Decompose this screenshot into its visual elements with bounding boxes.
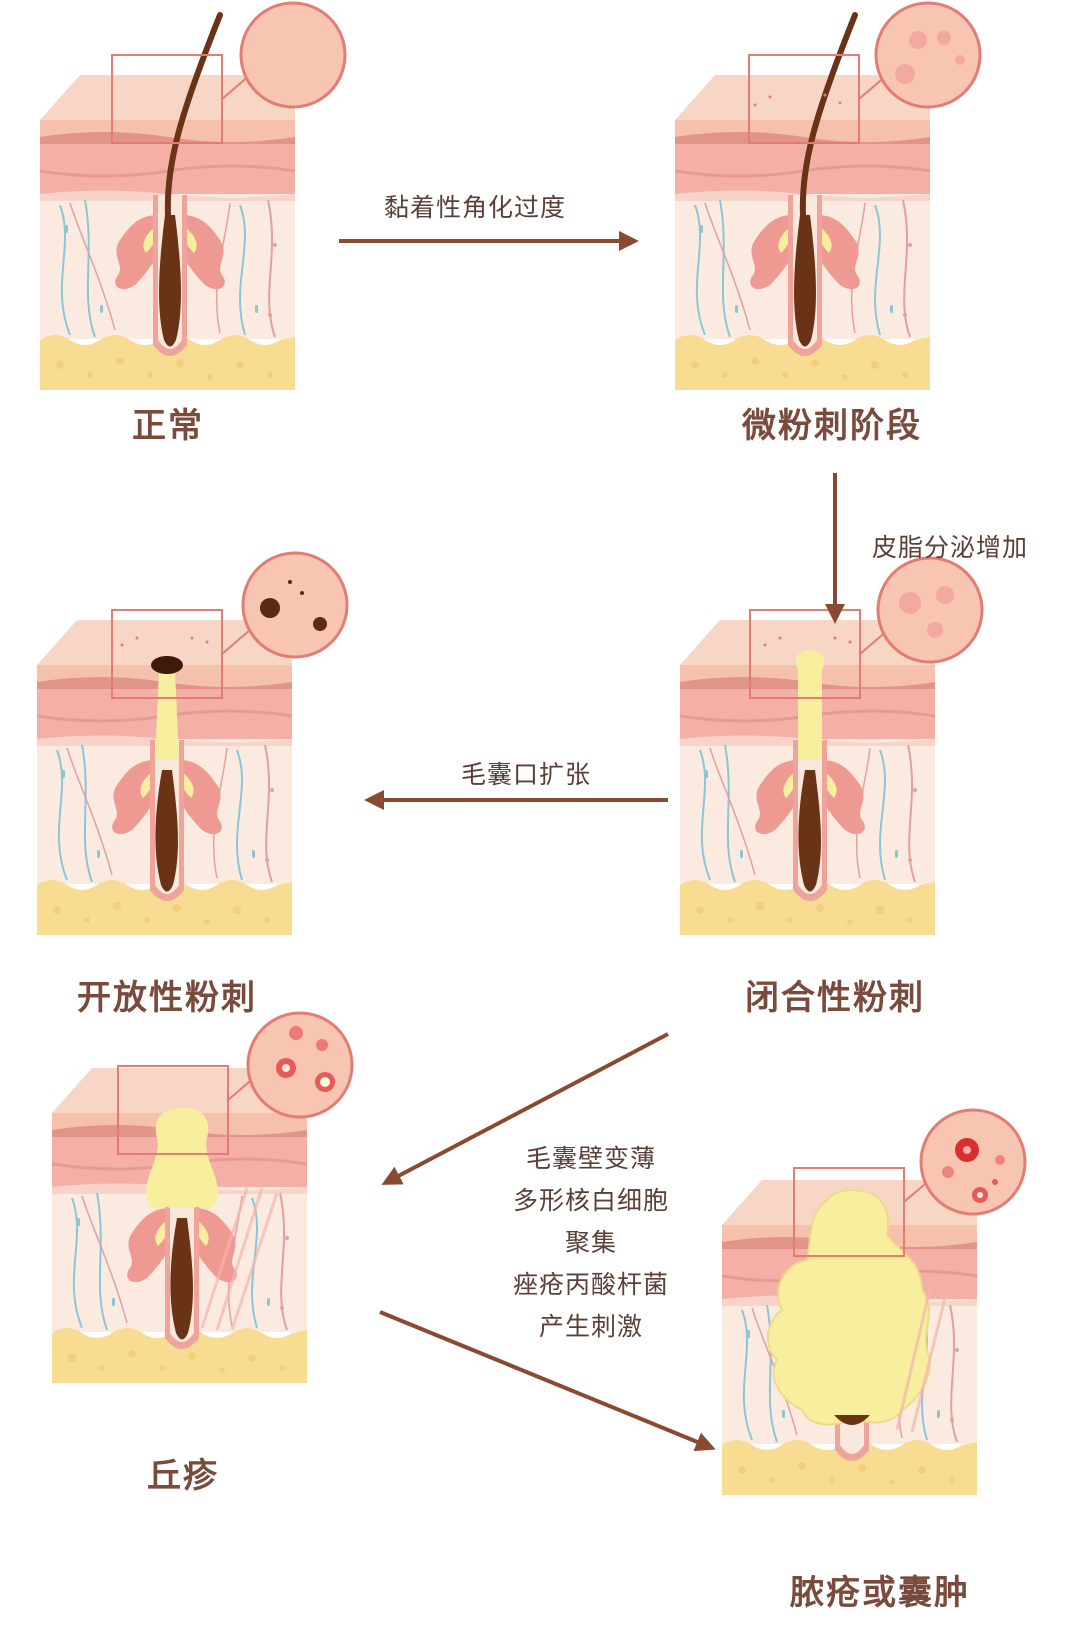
stage-label-papule: 丘疹 — [147, 1456, 219, 1496]
zoom-circle-closed — [876, 556, 984, 664]
stage-label-normal: 正常 — [132, 406, 204, 446]
stage-papule-illustration — [50, 1065, 309, 1385]
stage-label-closed: 闭合性粉刺 — [745, 978, 925, 1018]
zoom-circle-papule — [246, 1011, 354, 1119]
transition-label-sebum: 皮脂分泌增加 — [871, 533, 1029, 562]
zoom-circle-normal — [239, 1, 347, 109]
stage-label-open: 开放性粉刺 — [77, 978, 257, 1018]
arrow-closed-to-papule — [381, 1032, 669, 1185]
transition-label-dilation: 毛囊口扩张 — [460, 760, 592, 789]
transition-label-keratinization: 黏着性角化过度 — [383, 193, 567, 222]
stage-open-illustration — [35, 609, 294, 937]
zoom-circle-micro — [874, 1, 982, 109]
stage-pustule-illustration — [720, 1167, 979, 1497]
inflammation-line: 痤疮丙酸杆菌 — [512, 1270, 670, 1299]
inflammation-line: 聚集 — [564, 1228, 618, 1257]
stage-closed-illustration — [678, 609, 937, 937]
stage-normal-illustration — [38, 12, 297, 392]
transition-label-inflammation: 毛囊壁变薄 多形核白细胞 聚集 痤疮丙酸杆菌 产生刺激 — [513, 1138, 669, 1348]
zoom-circle-pustule — [919, 1108, 1027, 1216]
arrow-closed-to-pustule — [379, 1310, 716, 1452]
inflammation-line: 多形核白细胞 — [512, 1186, 670, 1215]
inflammation-line: 毛囊壁变薄 — [525, 1144, 657, 1173]
inflammation-line: 产生刺激 — [538, 1312, 644, 1341]
zoom-circle-open — [241, 551, 349, 659]
stage-label-pustule: 脓疮或囊肿 — [790, 1573, 970, 1613]
stage-label-micro: 微粉刺阶段 — [742, 406, 922, 446]
